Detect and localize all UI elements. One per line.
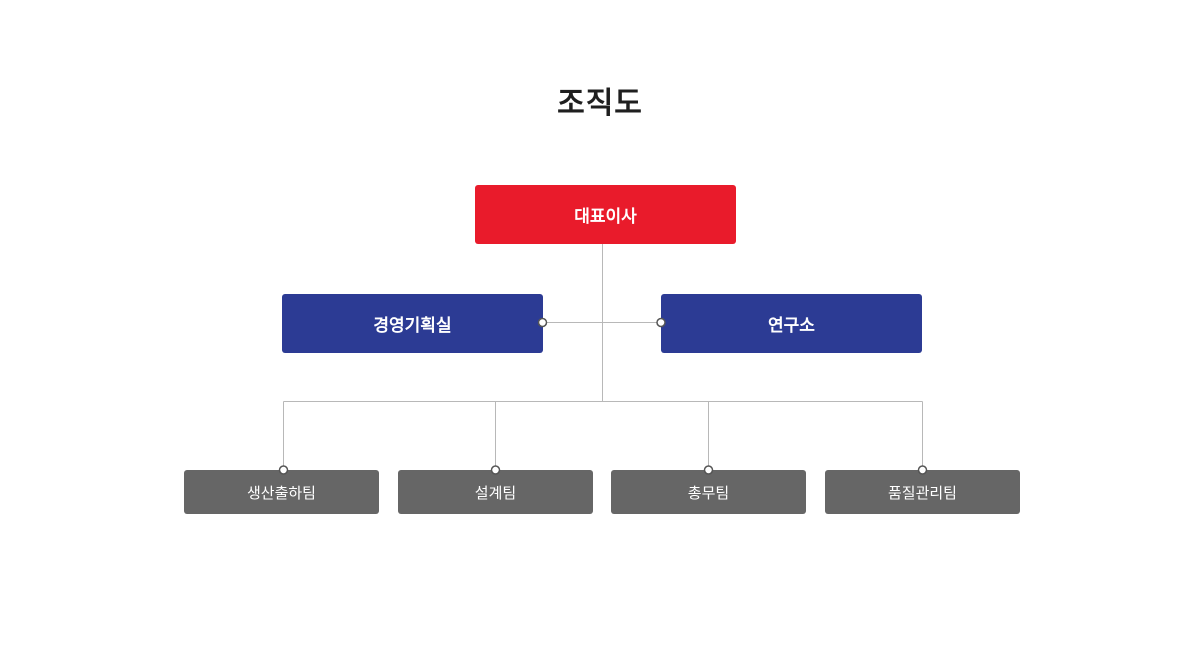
team-node-production: 생산출하팀: [184, 470, 379, 514]
ceo-node: 대표이사: [475, 185, 736, 244]
team-label: 총무팀: [687, 483, 730, 502]
team-node-quality: 품질관리팀: [825, 470, 1020, 514]
team-node-general-affairs: 총무팀: [611, 470, 806, 514]
department-label: 경영기획실: [373, 316, 452, 336]
department-node-lab: 연구소: [661, 294, 922, 353]
team-label: 품질관리팀: [887, 483, 957, 502]
ceo-label: 대표이사: [574, 207, 637, 227]
team-node-design: 설계팀: [398, 470, 593, 514]
team-label: 설계팀: [474, 483, 517, 502]
page-title: 조직도: [557, 86, 643, 121]
team-label: 생산출하팀: [246, 483, 316, 502]
department-label: 연구소: [768, 316, 815, 336]
department-node-planning: 경영기획실: [282, 294, 543, 353]
